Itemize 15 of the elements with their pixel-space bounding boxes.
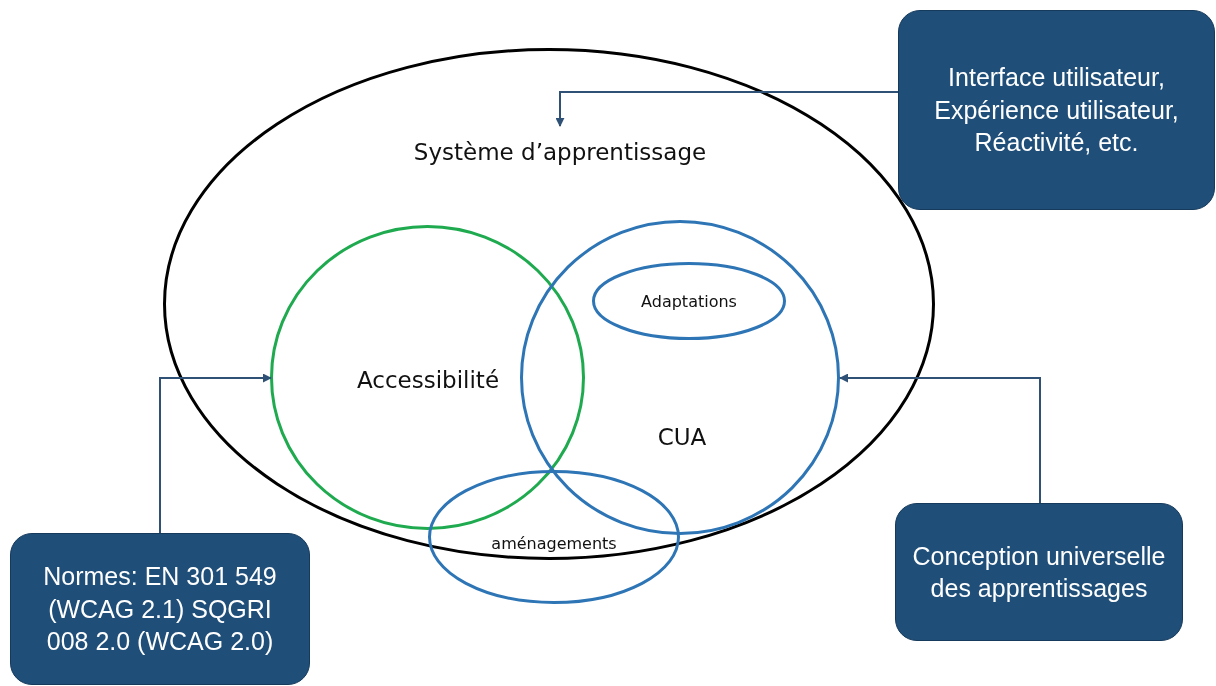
ellipse-shape (270, 225, 585, 530)
ellipse-label: Système d’apprentissage (413, 139, 707, 165)
ellipse-shape (428, 470, 680, 604)
callout-box: Normes: EN 301 549 (WCAG 2.1) SQGRI 008 2.0 (WCAG 2.0) (10, 533, 310, 685)
callout-box: Conception universelle des apprentissages (895, 503, 1183, 641)
ellipse-shape (520, 220, 840, 535)
ellipse-label: aménagements (491, 533, 617, 553)
connector-arrow (839, 373, 1041, 504)
callout-box: Interface utilisateur, Expérience utilisateur, Réactivité, etc. (898, 10, 1215, 210)
ellipse-label: Accessibilité (356, 367, 500, 393)
connector-arrow (159, 373, 272, 534)
ellipse-label: CUA (657, 424, 707, 450)
connector-arrow (555, 91, 899, 127)
ellipse-shape (592, 262, 786, 340)
ellipse-label: Adaptations (641, 291, 737, 311)
